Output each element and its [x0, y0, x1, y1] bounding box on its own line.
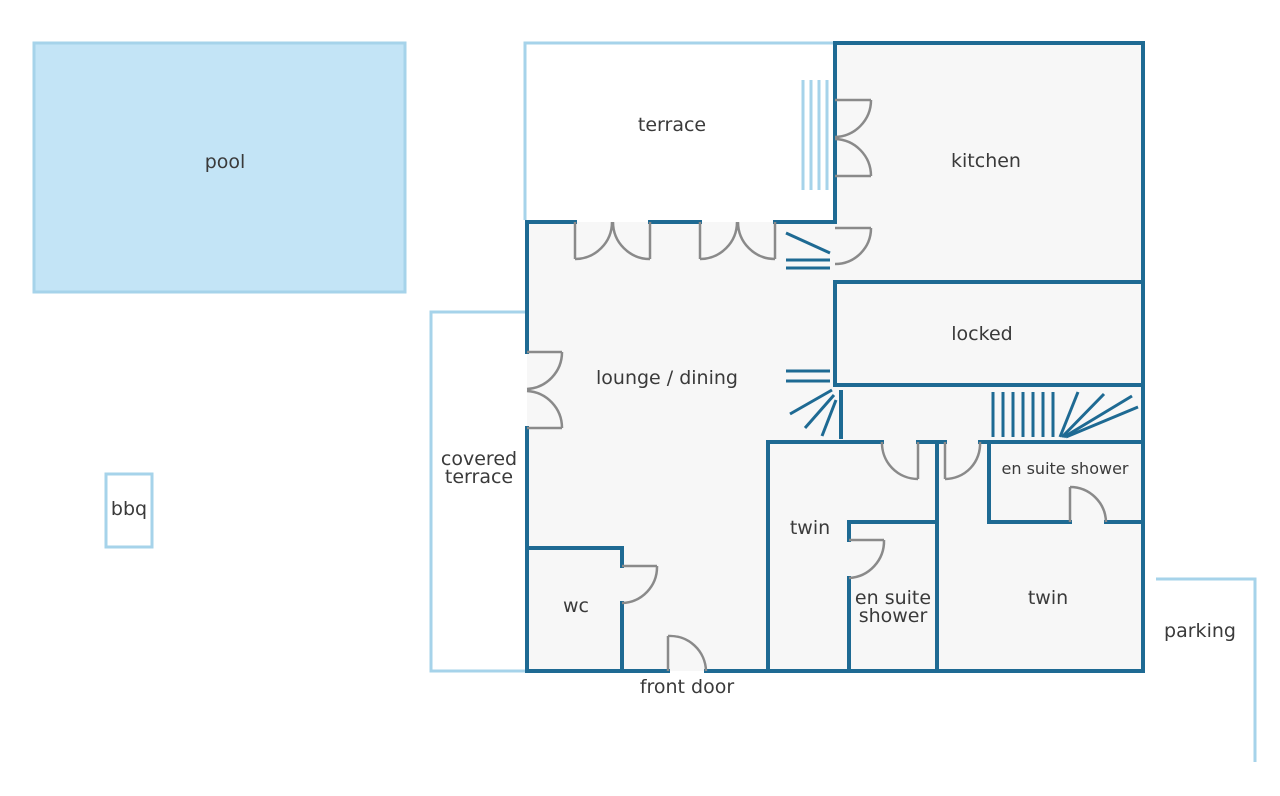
label-covered-terrace-1: covered: [441, 448, 517, 470]
door-kitchen-terrace[interactable]: [834, 98, 873, 178]
door-lounge-covered-terrace[interactable]: [526, 350, 564, 430]
label-pool: pool: [205, 151, 246, 173]
stairs-lounge-middle: [786, 369, 838, 437]
door-twin-right[interactable]: [943, 441, 982, 481]
door-wc[interactable]: [621, 564, 659, 605]
door-en-suite-top[interactable]: [1068, 485, 1108, 523]
label-front-door: front door: [640, 676, 735, 698]
label-parking: parking: [1164, 620, 1236, 642]
bbq-box: [104, 472, 154, 549]
label-lounge-dining: lounge / dining: [596, 367, 738, 389]
label-terrace: terrace: [638, 114, 706, 136]
label-locked: locked: [951, 323, 1012, 345]
stairs-lounge-top: [785, 231, 831, 270]
covered-terrace-outline: [429, 310, 525, 673]
label-kitchen: kitchen: [951, 150, 1021, 172]
door-front[interactable]: [666, 634, 708, 672]
stairs-terrace: [801, 80, 829, 190]
door-twin-left[interactable]: [880, 441, 920, 481]
door-lounge-terrace-1[interactable]: [573, 221, 652, 261]
terrace-outline: [523, 41, 835, 220]
door-kitchen-lounge[interactable]: [834, 226, 873, 266]
label-covered-terrace-2: terrace: [445, 466, 513, 488]
door-lounge-terrace-2[interactable]: [698, 221, 777, 261]
label-bbq: bbq: [111, 498, 147, 520]
label-wc: wc: [563, 595, 589, 617]
label-twin-right: twin: [1028, 587, 1068, 609]
pool-area: [32, 41, 407, 294]
label-en-suite-top: en suite shower: [1002, 459, 1129, 478]
stairs-hall: [991, 391, 1139, 439]
label-twin-left: twin: [790, 517, 830, 539]
label-en-suite-left-1: en suite: [855, 587, 931, 609]
parking-outline: [1156, 577, 1257, 762]
walls: [525, 41, 1145, 673]
door-en-suite-left[interactable]: [848, 538, 886, 580]
label-en-suite-left-2: shower: [859, 605, 928, 627]
